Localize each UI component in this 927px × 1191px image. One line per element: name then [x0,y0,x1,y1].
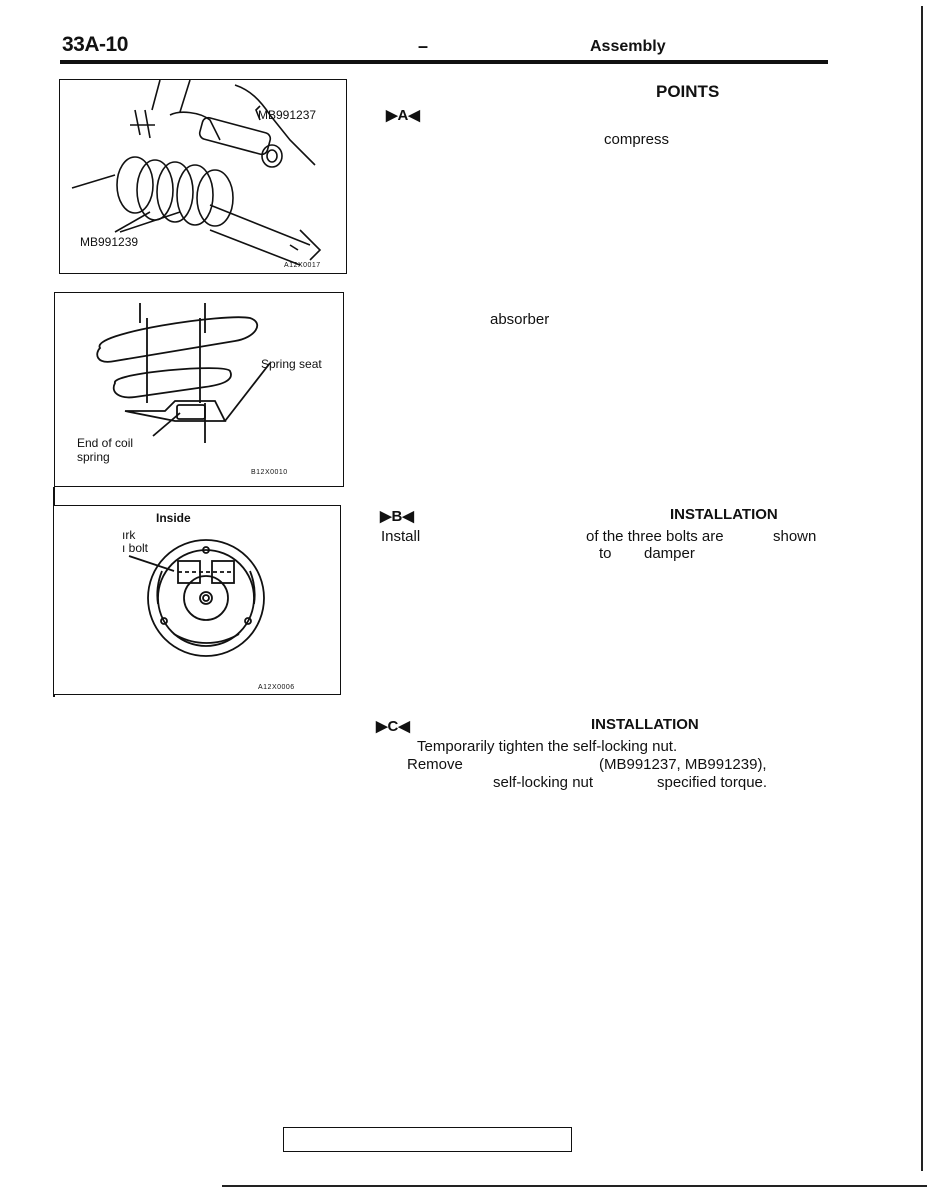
bolt-orientation-illustration [128,539,265,657]
section-b-text-shown: shown [773,528,817,545]
label-inside: Inside [156,511,191,525]
header-dash: – [418,36,429,56]
section-a-marker: ▶A◀ [386,107,420,124]
section-c-line1: Temporarily tighten the self-locking nut… [417,738,678,755]
figure-code: A12X0006 [258,684,295,691]
header-rule [60,60,828,64]
spring-compressor-illustration [71,80,322,266]
page-right-border [921,6,923,1171]
section-a-heading: POINTS [656,82,720,101]
label-spring: spring [77,450,110,464]
section-a-text-absorber: absorber [490,311,550,328]
tool-label-mb991237: MB991237 [258,108,317,122]
section-b-text-to: to [599,545,612,562]
header-title: Assembly [590,38,666,55]
section-c-line3-mid: self-locking nut [493,774,594,791]
figure-code: A12X0017 [284,262,321,269]
section-c-line3-end: specified torque. [657,774,768,791]
footer-box [283,1127,572,1152]
label-end-of-coil: End of coil [77,436,134,450]
label-mark: ırk [122,528,136,542]
section-c-line2-end: (MB991237, MB991239), [599,756,767,773]
section-b-text-damper: damper [644,545,695,562]
section-b-text-install: Install [381,528,421,545]
page-number: 33A-10 [62,33,128,56]
figure-bolt-orientation: Inside ırk ı bolt A12X0006 [53,505,341,695]
tool-label-mb991239: MB991239 [80,235,139,249]
label-spring-seat: Spring seat [261,357,322,371]
figure-code: B12X0010 [251,469,288,476]
section-c-heading: INSTALLATION [591,716,699,733]
spring-seat-illustration [96,303,271,443]
section-c-line2-start: Remove [407,756,463,773]
label-bolt: ı bolt [122,541,149,555]
figure-spring-seat: Spring seat End of coil spring B12X0010 [54,292,344,487]
section-b-text-three-bolts: of the three bolts are [586,528,724,545]
section-b-marker: ▶B◀ [380,508,414,525]
section-a-text-compress: compress [604,131,670,148]
section-b-heading: INSTALLATION [670,506,778,523]
page-bottom-border [222,1185,927,1187]
figure-spring-compressor: MB991237 MB991239 A12X0017 [59,79,347,274]
section-c-marker: ▶C◀ [376,718,410,735]
